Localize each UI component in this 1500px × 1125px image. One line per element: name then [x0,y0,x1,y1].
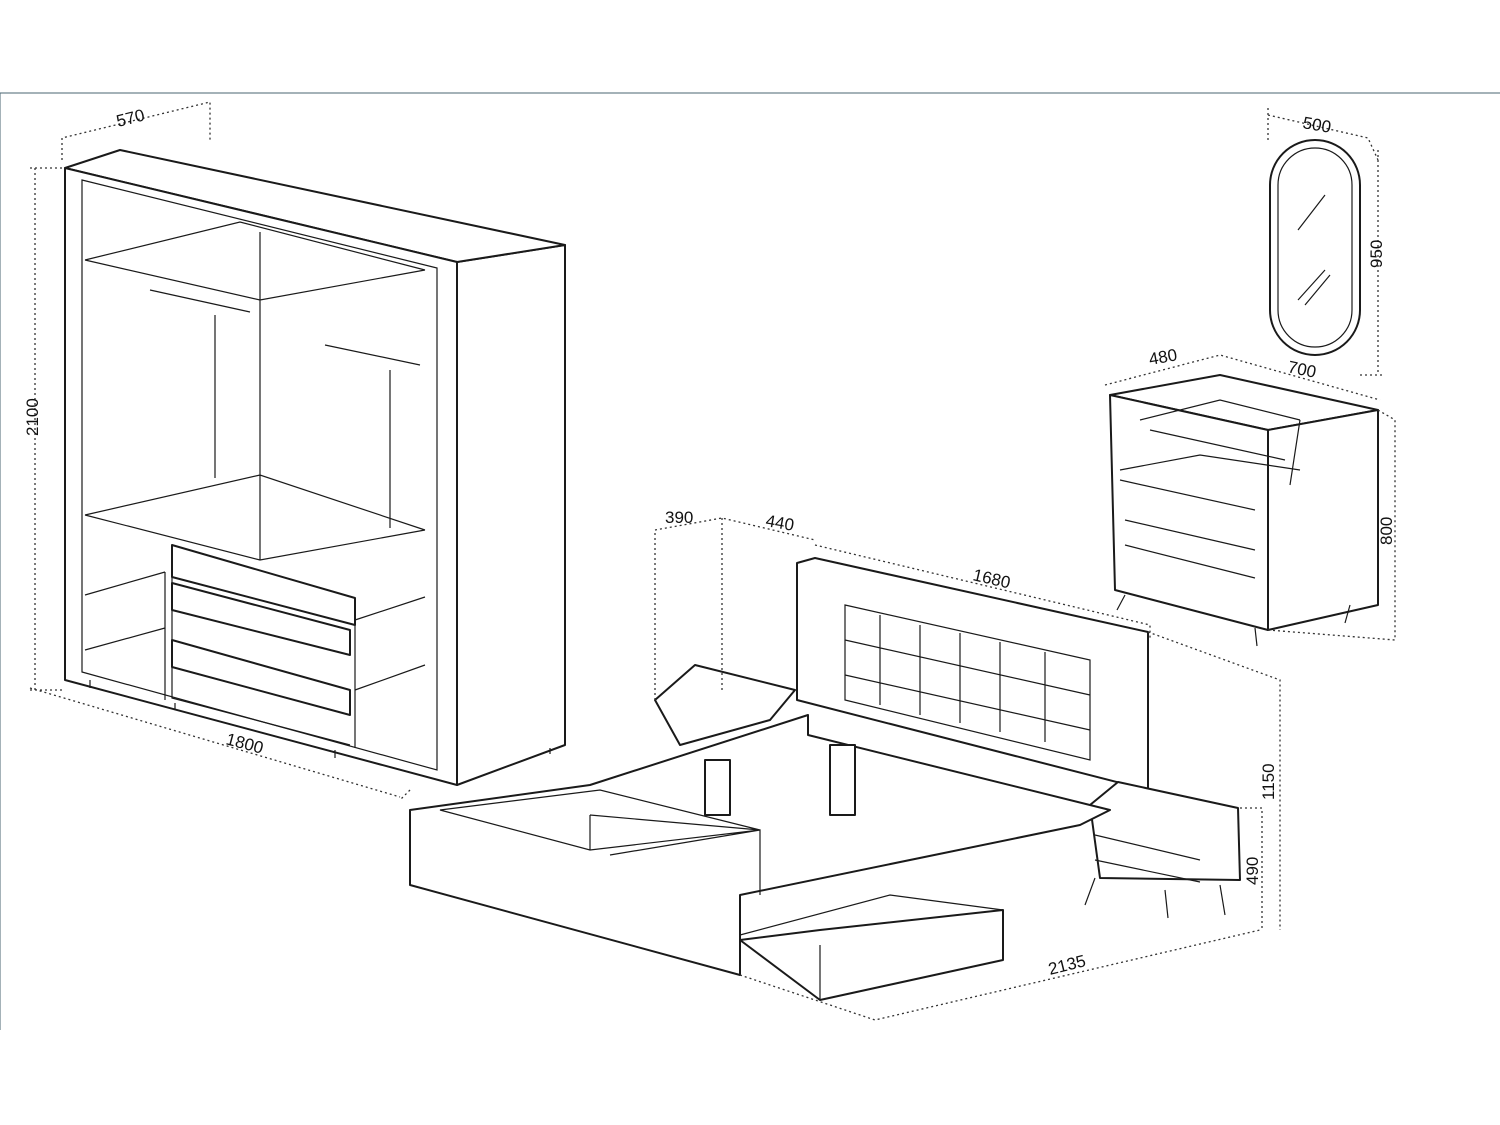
wardrobe [29,101,566,801]
wardrobe-depth-label: 570 [114,106,146,131]
dresser-width-label: 700 [1286,357,1318,381]
headboard-height-label: 1150 [1259,763,1278,800]
dresser-depth-label: 480 [1147,345,1178,369]
nightstand-height-label: 490 [1243,857,1262,885]
wardrobe-width-label: 1800 [224,730,265,758]
dresser [1104,354,1396,647]
nightstand-depth-label: 390 [665,508,693,527]
bed-length-label: 2135 [1046,951,1087,979]
mirror-width-label: 500 [1301,113,1332,137]
dresser-height-label: 800 [1377,517,1396,545]
mirror [1267,108,1385,376]
nightstand-width-label: 440 [764,511,795,535]
page-frame [0,92,1500,1030]
bed [409,517,1281,1021]
wardrobe-height-label: 2100 [23,398,42,436]
bed-width-label: 1680 [971,565,1012,592]
mirror-height-label: 950 [1367,240,1386,268]
